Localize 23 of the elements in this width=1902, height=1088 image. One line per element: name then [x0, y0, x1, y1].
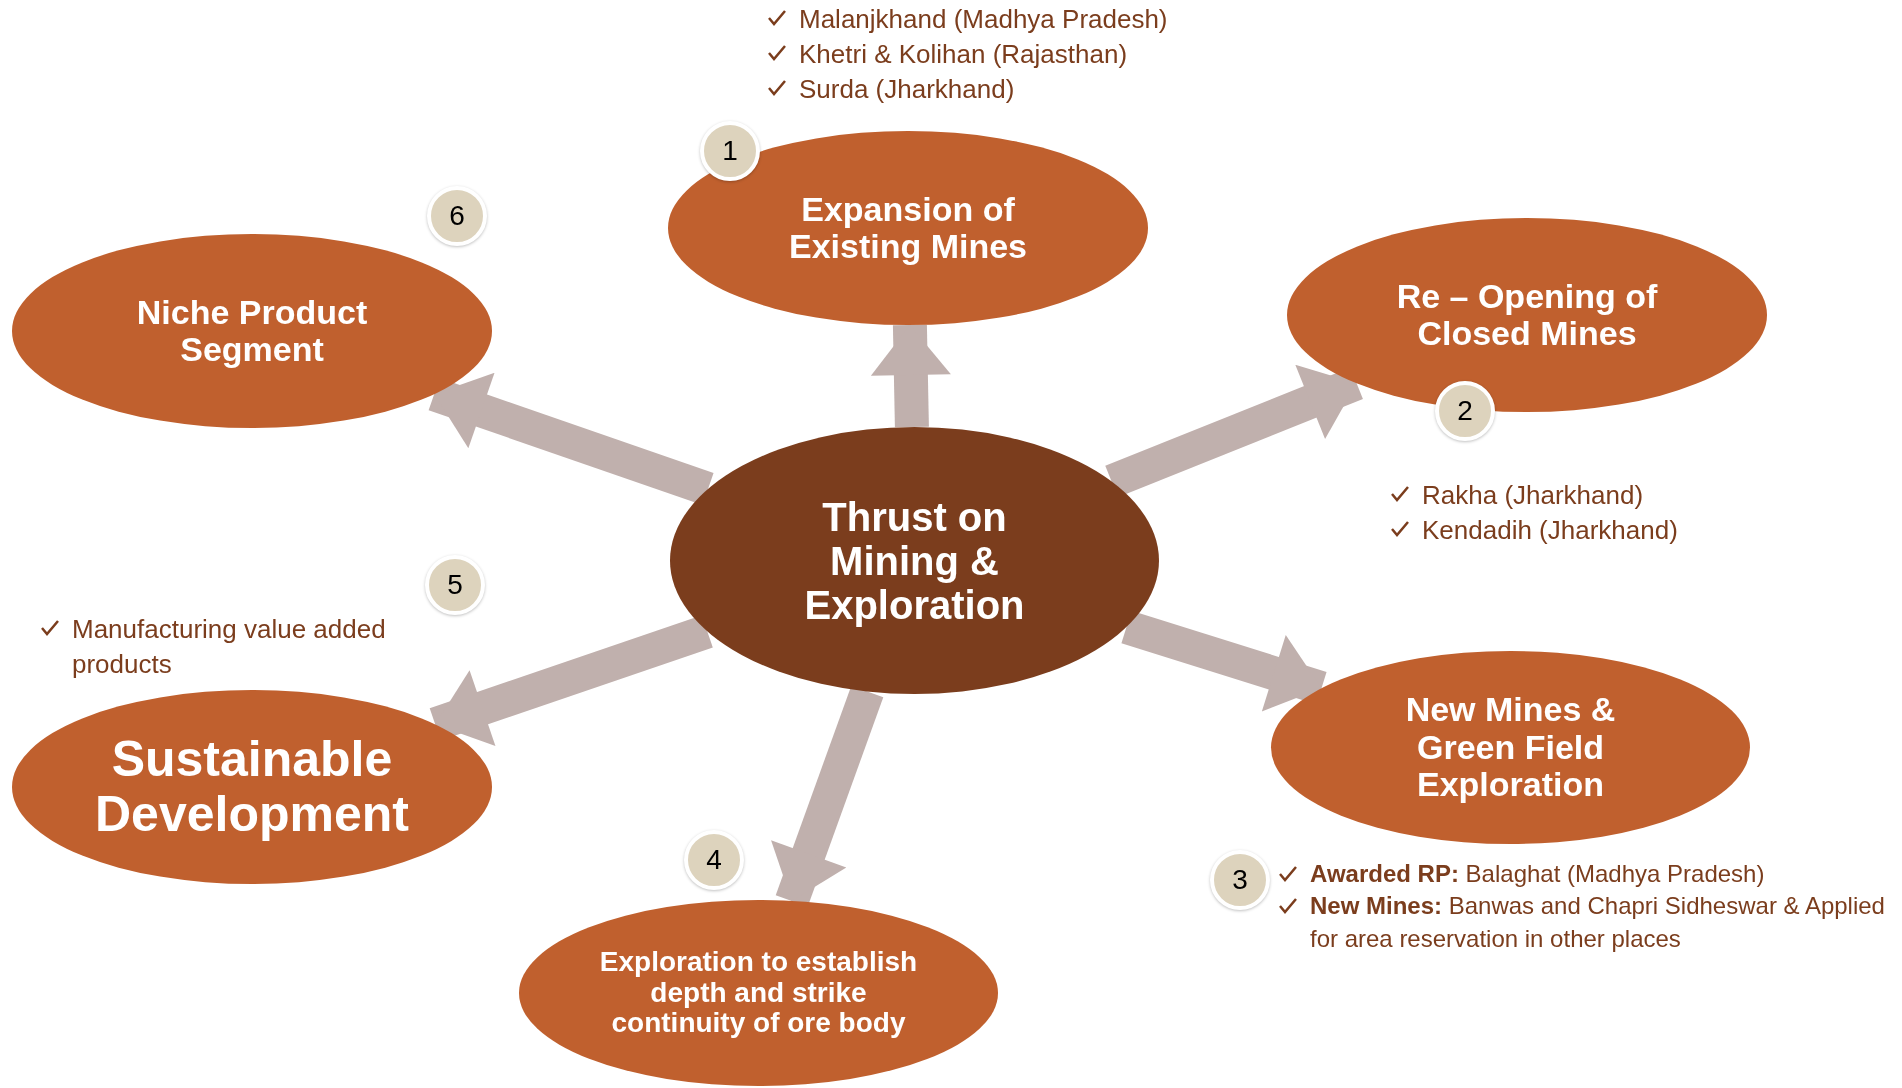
block-arrow	[429, 615, 713, 747]
bullet-text: Surda (Jharkhand)	[799, 73, 1015, 107]
node-title: New Mines & Green Field Exploration	[1404, 691, 1617, 804]
bullet-text: Malanjkhand (Madhya Pradesh)	[799, 3, 1168, 36]
node-title: Sustainable Development	[94, 732, 410, 842]
step-number: 1	[722, 135, 738, 167]
bullet-text: Kendadih (Jharkhand)	[1422, 514, 1678, 548]
node-title: Niche Product Segment	[135, 293, 369, 369]
bullet-text: New Mines: Banwas and Chapri Sidheswar & Applied for area reservation in other places	[1310, 891, 1886, 954]
node-title: Expansion of Existing Mines	[787, 190, 1029, 266]
step-number: 3	[1232, 864, 1248, 896]
step-number: 5	[447, 569, 463, 601]
bullet-text: Rakha (Jharkhand)	[1422, 479, 1644, 512]
bullet-text: Khetri & Kolihan (Rajasthan)	[799, 38, 1128, 72]
block-arrow	[870, 324, 951, 428]
step-number: 6	[449, 200, 465, 232]
node-title: Re – Opening of Closed Mines	[1395, 277, 1659, 353]
node-title: Thrust on Mining & Exploration	[803, 494, 1026, 627]
node-title: Exploration to establish depth and strike continuity of ore body	[598, 946, 919, 1040]
bullet-text: Awarded RP: Balaghat (Madhya Pradesh)	[1310, 859, 1765, 889]
step-number: 2	[1457, 395, 1473, 427]
bullet-text: Manufacturing value added products	[72, 613, 387, 682]
step-number: 4	[706, 844, 722, 876]
